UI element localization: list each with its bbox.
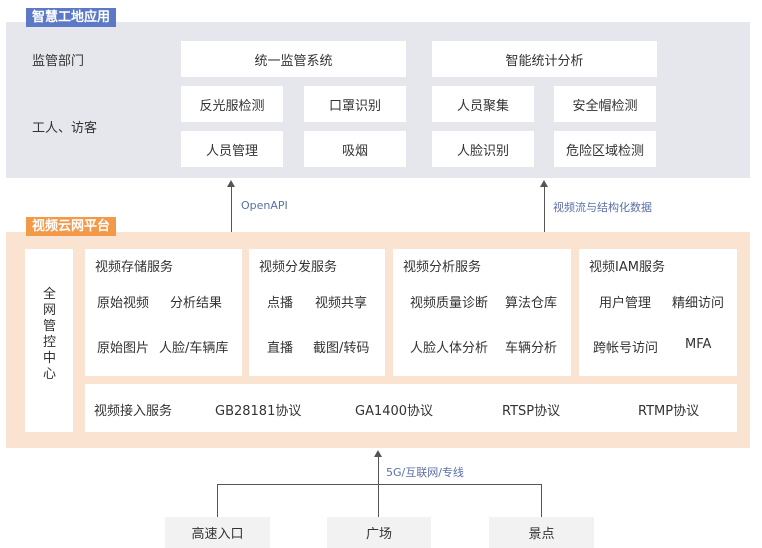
cloud-platform-tag: 视频云网平台 [26,217,117,236]
network-label: 5G/互联网/专线 [386,466,464,479]
iam-item: MFA [685,337,712,352]
distribution-item: 点播 [267,296,294,311]
distribution-item: 直播 [267,341,294,356]
analysis-service-title: 视频分析服务 [403,260,482,275]
source-scenic-spot: 景点 [489,517,594,548]
iam-service-title: 视频IAM服务 [589,260,665,275]
personnel-management-box: 人员管理 [181,131,283,167]
storage-service-panel: 视频存储服务 原始视频 分析结果 原始图片 人脸/车辆库 [85,249,242,376]
access-protocol: RTSP协议 [502,404,561,419]
distribution-item: 视频共享 [315,296,368,311]
storage-service-title: 视频存储服务 [95,260,174,275]
access-service-title: 视频接入服务 [94,404,173,419]
storage-item: 人脸/车辆库 [159,341,229,356]
smart-site-tag: 智慧工地应用 [26,8,117,27]
analysis-item: 算法仓库 [505,296,558,311]
arrow-openapi-head [227,180,235,187]
analysis-service-panel: 视频分析服务 视频质量诊断 算法仓库 人脸人体分析 车辆分析 [393,249,571,376]
iam-service-panel: 视频IAM服务 用户管理 精细访问 跨帐号访问 MFA [579,249,737,376]
access-protocol: RTMP协议 [638,404,700,419]
unified-supervision-box: 统一监管系统 [181,41,406,77]
distribution-service-panel: 视频分发服务 点播 视频共享 直播 截图/转码 [249,249,385,376]
analysis-item: 车辆分析 [505,341,558,356]
arrow-openapi-line [231,186,232,232]
mask-recognition-box: 口罩识别 [304,86,406,122]
smoking-box: 吸烟 [304,131,406,167]
helmet-detection-box: 安全帽检测 [554,86,656,122]
management-center-panel [25,249,73,432]
storage-item: 原始视频 [97,296,150,311]
stream-data-label: 视频流与结构化数据 [553,201,652,214]
access-protocol: GA1400协议 [355,404,434,419]
openapi-label: OpenAPI [241,199,288,212]
row-label-worker: 工人、访客 [32,121,98,136]
analysis-item: 视频质量诊断 [410,296,489,311]
iam-item: 跨帐号访问 [593,341,659,356]
analysis-item: 人脸人体分析 [410,341,489,356]
branch-right-line [541,484,542,517]
reflective-vest-box: 反光服检测 [181,86,283,122]
access-protocol: GB28181协议 [215,404,302,419]
storage-item: 分析结果 [170,296,223,311]
source-highway-entrance: 高速入口 [165,517,270,548]
access-service-panel: 视频接入服务 GB28181协议 GA1400协议 RTSP协议 RTMP协议 [85,384,737,432]
network-bus-line [217,484,542,485]
storage-item: 原始图片 [97,341,150,356]
iam-item: 精细访问 [672,296,725,311]
row-label-regulator: 监管部门 [32,54,85,69]
branch-left-line [217,484,218,517]
face-recognition-box: 人脸识别 [432,131,534,167]
arrow-stream-head [540,180,548,187]
arrow-stream-line [544,186,545,232]
danger-zone-box: 危险区域检测 [554,131,656,167]
arrow-network-head [374,450,382,457]
source-plaza: 广场 [327,517,431,548]
crowd-gathering-box: 人员聚集 [432,86,534,122]
arrow-network-line [378,456,379,517]
management-center-label: 全网管控中心 [43,287,57,382]
distribution-item: 截图/转码 [313,341,370,356]
distribution-service-title: 视频分发服务 [259,260,338,275]
iam-item: 用户管理 [599,296,652,311]
smart-statistics-box: 智能统计分析 [432,41,657,77]
